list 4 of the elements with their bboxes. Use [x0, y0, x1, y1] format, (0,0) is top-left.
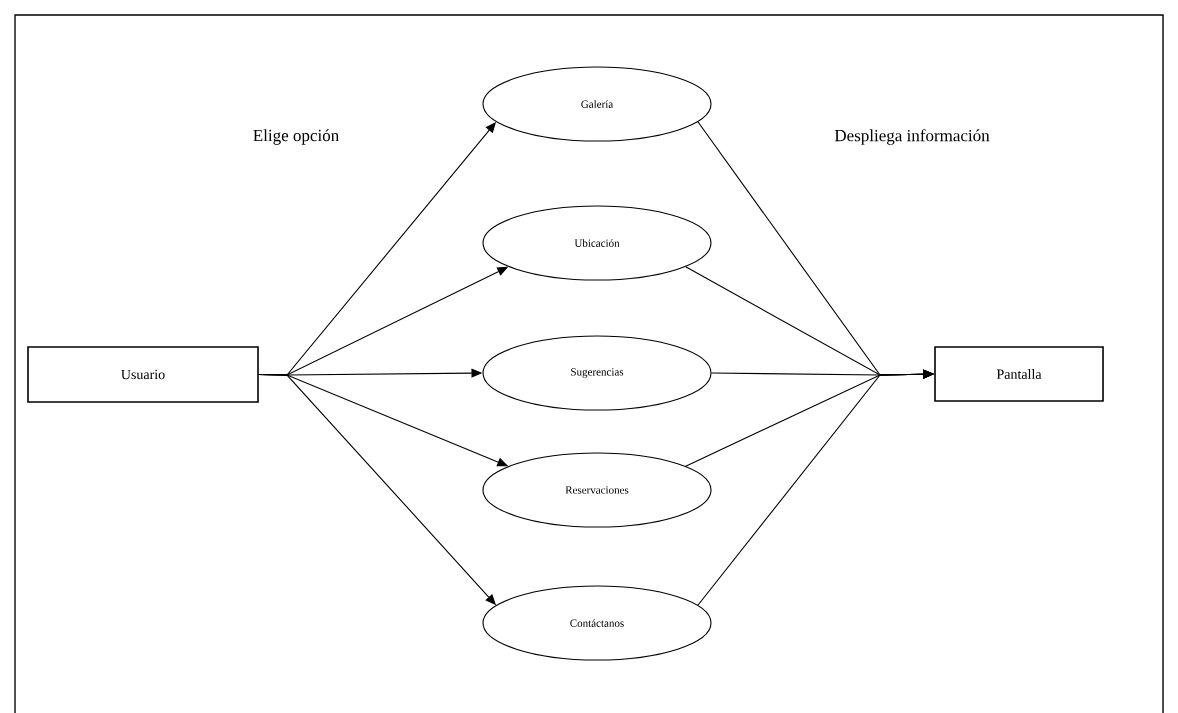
- annotation-text: Despliega información: [834, 129, 990, 145]
- process-box: Usuario: [27, 346, 259, 403]
- process-box: Pantalla: [934, 346, 1104, 402]
- annotation-text: Elige opción: [253, 129, 339, 145]
